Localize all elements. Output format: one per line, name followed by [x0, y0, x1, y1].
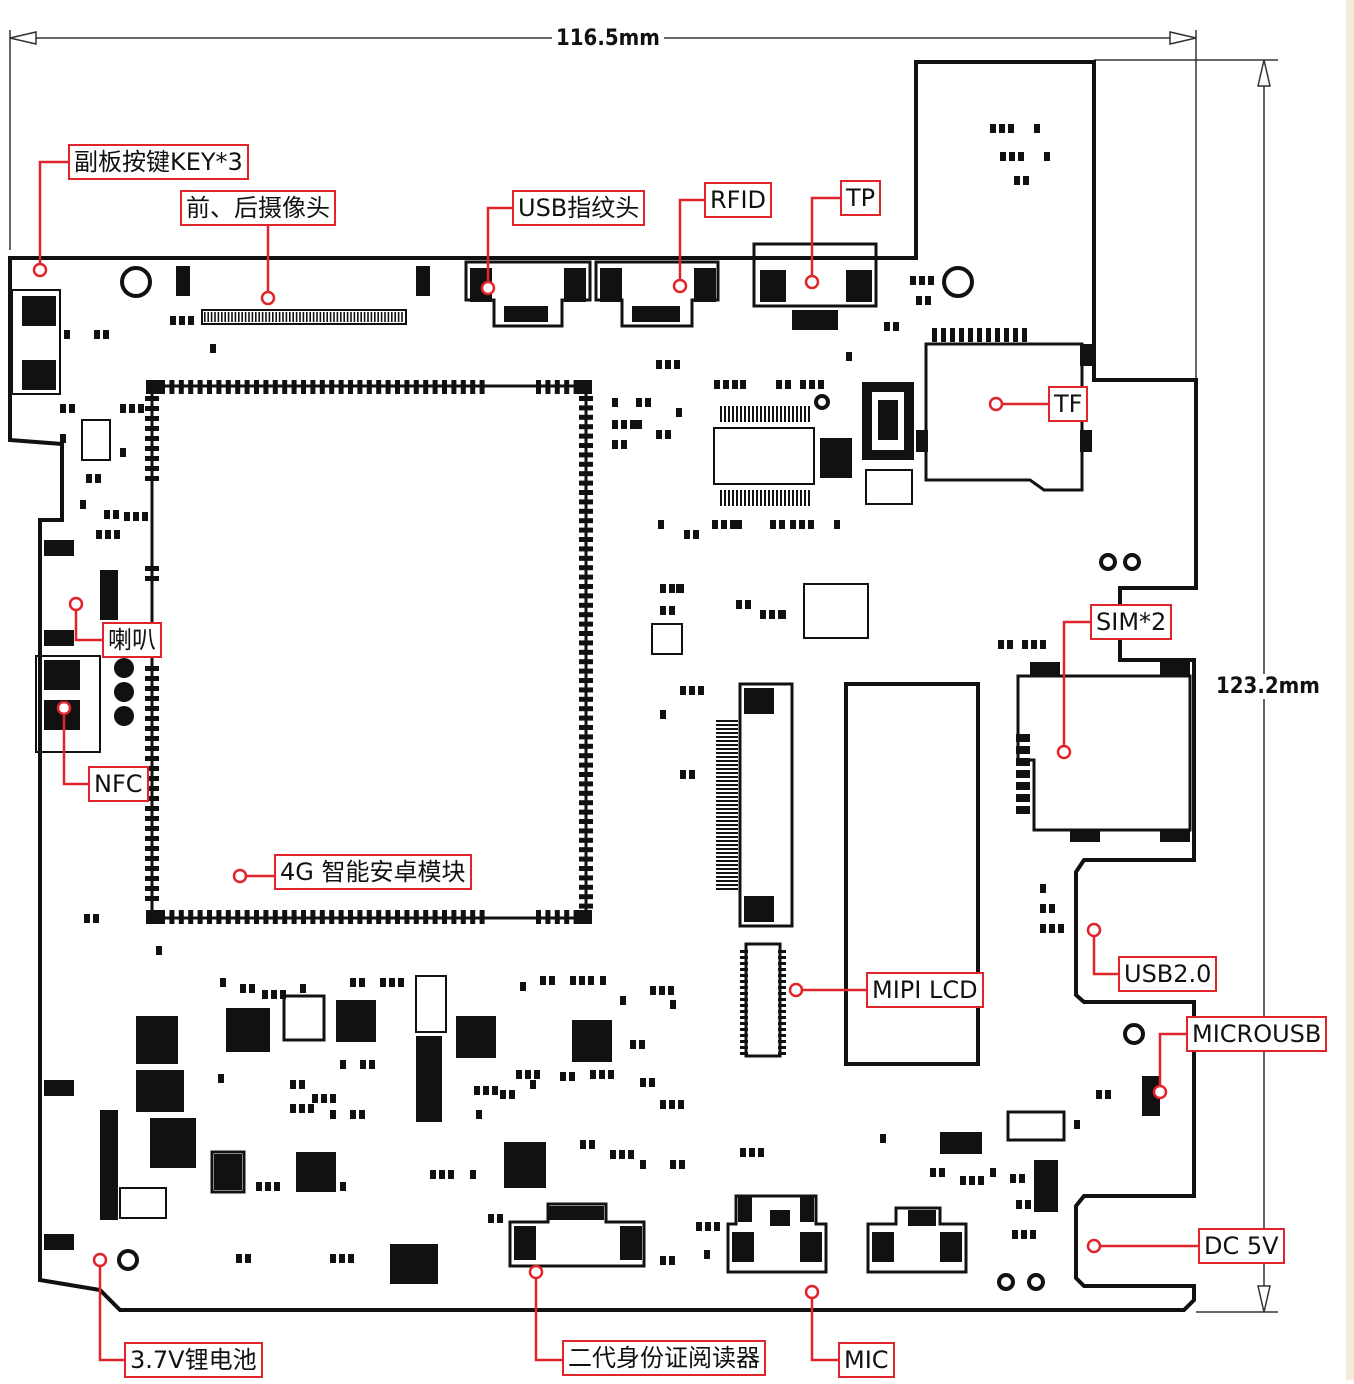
label-mic: MIC	[838, 1342, 895, 1378]
label-microusb: MICROUSB	[1186, 1016, 1328, 1052]
label-nfc: NFC	[88, 766, 149, 802]
label-speaker: 喇叭	[102, 622, 162, 658]
label-rfid: RFID	[704, 182, 773, 218]
label-4g-module: 4G 智能安卓模块	[274, 854, 472, 890]
label-id-reader: 二代身份证阅读器	[562, 1340, 766, 1376]
left-parts	[22, 296, 118, 1250]
fpc-connector	[744, 942, 782, 1058]
page-edge	[1346, 0, 1354, 1380]
mounting-holes	[117, 266, 1145, 1291]
misc-components	[81, 382, 1160, 1284]
label-camera: 前、后摄像头	[180, 190, 336, 226]
label-mipi-lcd: MIPI LCD	[866, 972, 984, 1008]
lcd-flex-connector	[738, 682, 794, 928]
label-tp: TP	[840, 180, 882, 216]
dimension-lines	[9, 30, 1278, 1313]
module-4g-outline	[145, 380, 593, 924]
dimension-height: 123.2mm	[1212, 674, 1324, 699]
label-battery: 3.7V锂电池	[124, 1342, 263, 1378]
label-usb-fingerprint: USB指纹头	[512, 190, 646, 226]
label-dc-5v: DC 5V	[1198, 1228, 1285, 1264]
label-usb2: USB2.0	[1118, 956, 1218, 992]
label-tf: TF	[1048, 386, 1089, 422]
callout-leaders	[32, 160, 1198, 1362]
label-key: 副板按键KEY*3	[68, 144, 249, 180]
dimension-width: 116.5mm	[552, 26, 664, 51]
label-sim: SIM*2	[1090, 604, 1173, 640]
mipi-lcd-outline	[844, 682, 980, 1066]
